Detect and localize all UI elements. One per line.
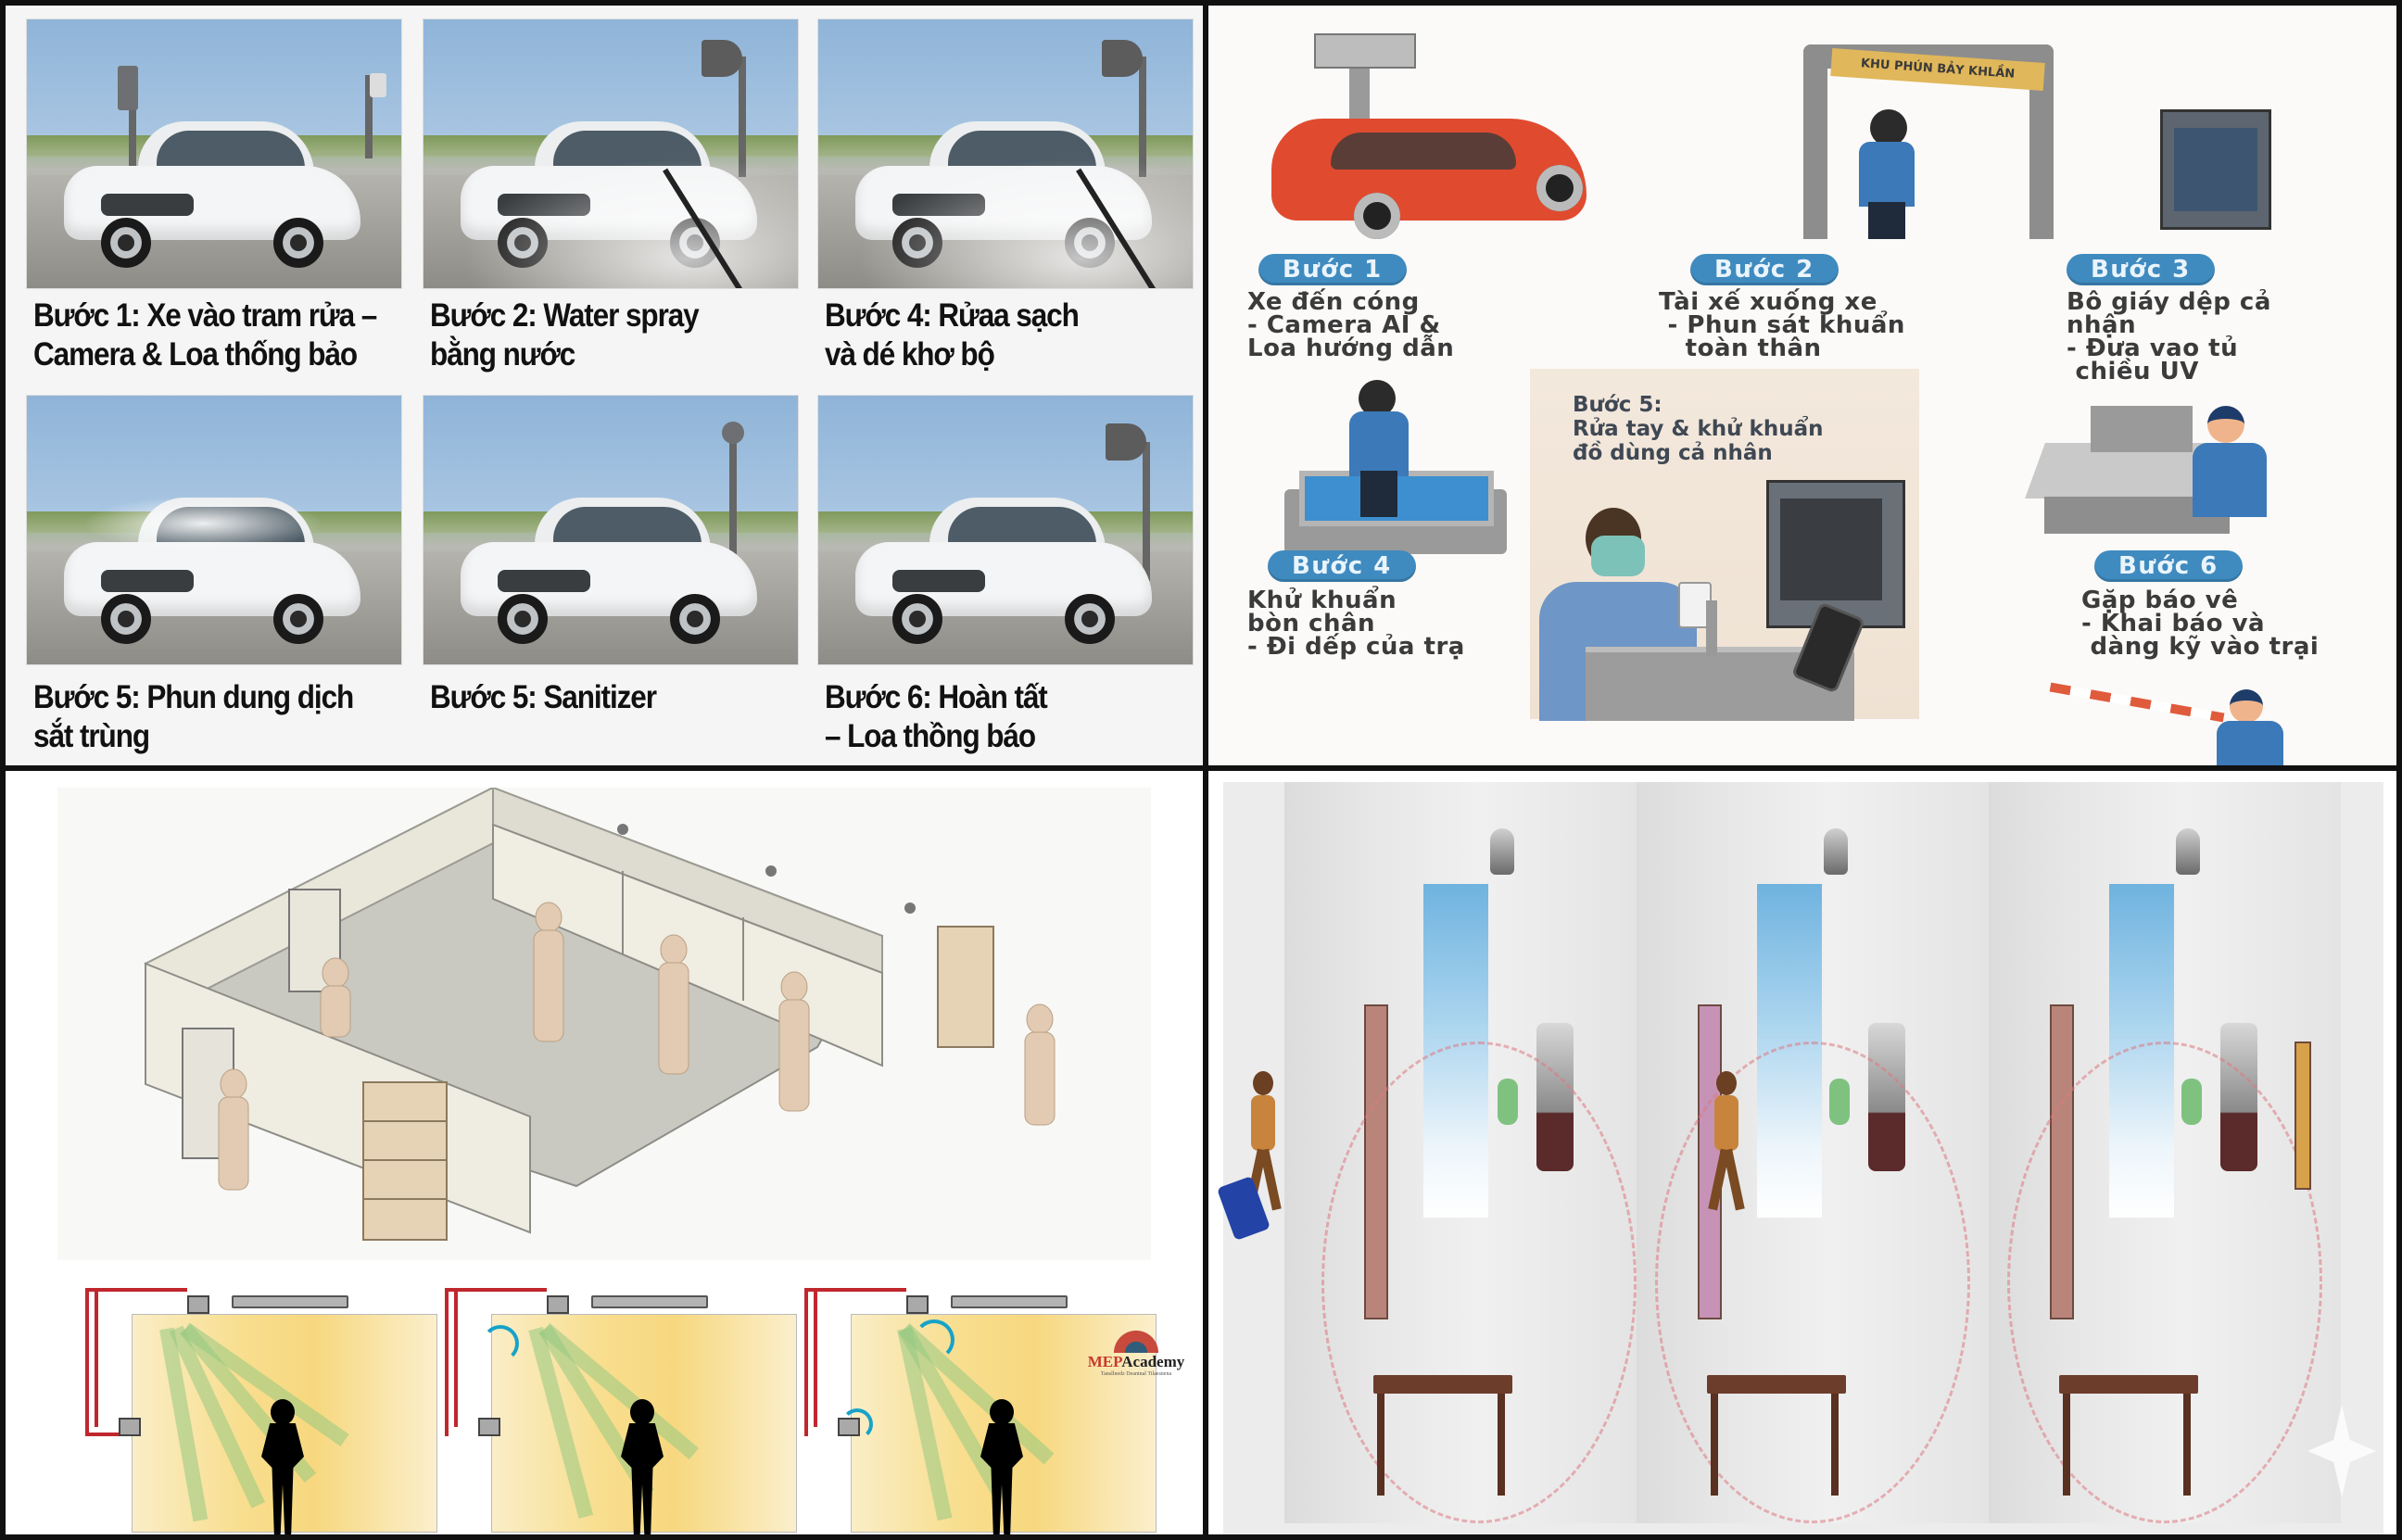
sensor-diagram-3 [804, 1288, 1158, 1534]
sensor-icon [722, 422, 744, 444]
face-mask [1591, 536, 1645, 576]
switch-box [478, 1418, 500, 1436]
speaker-icon [370, 73, 386, 97]
switch-box [119, 1418, 141, 1436]
step-4-text: Khử khuẩn bòn chân - Đi dếp của trạ [1247, 587, 1465, 661]
person-head [1870, 109, 1907, 146]
camera-icon [118, 66, 138, 110]
table [2059, 1375, 2198, 1394]
car-photo [423, 19, 799, 289]
step-5-title: Bước 5: Rửa tay & khử khuẩn đồ dùng cả n… [1573, 393, 1824, 465]
car-photo [423, 395, 799, 665]
step-5-card: Bước 5: Rửa tay & khử khuẩn đồ dùng cả n… [1530, 369, 1919, 721]
step-6-badge: Bước 6 [2094, 550, 2243, 582]
frame-bottom [0, 1534, 2402, 1540]
controller-box [547, 1295, 569, 1314]
air-duct [232, 1295, 348, 1308]
step-1-badge: Bước 1 [1258, 254, 1407, 285]
door [2295, 1041, 2311, 1190]
corridor-panel [1210, 773, 2396, 1534]
car-photo [26, 395, 402, 665]
guard-booth [2091, 406, 2193, 452]
car-photo [26, 19, 402, 289]
frame-left [0, 0, 6, 1540]
controller-box [906, 1295, 929, 1314]
step-caption: Bước 1: Xe vào tram rửa –Camera & Loa th… [33, 297, 377, 372]
car-wash-panel: Bước 1: Xe vào tram rửa –Camera & Loa th… [6, 7, 1203, 765]
table [1373, 1375, 1512, 1394]
white-car [461, 498, 757, 644]
corridor-scene-1 [1284, 782, 1637, 1523]
car-photo [817, 19, 1194, 289]
person-head [1359, 380, 1396, 417]
step-3-text: Bô giáy dệp cả nhận - Đưa vao tủ chiều U… [2067, 288, 2271, 385]
person-silhouette [630, 1399, 654, 1425]
white-car [855, 498, 1152, 644]
white-car [64, 121, 360, 268]
air-duct [591, 1295, 708, 1308]
guard-body [2193, 443, 2267, 517]
guard-body [2217, 721, 2283, 765]
corridor-scene-3 [1989, 782, 2341, 1523]
person-body [1859, 142, 1915, 207]
corridor-scene-2 [1637, 782, 1989, 1523]
guard-head [2230, 689, 2263, 723]
person-body [1349, 411, 1409, 476]
wireless-wave-icon [841, 1408, 873, 1440]
isometric-room [57, 786, 1151, 1260]
step-3-badge: Bước 3 [2067, 254, 2215, 285]
speaker-icon [1102, 40, 1143, 77]
step-1-text: Xe đến cóng - Camera AI & Loa hướng dẫn [1247, 288, 1455, 362]
room-illustration [144, 786, 1056, 1241]
frame-center [1203, 0, 1208, 1540]
ceiling-lamp-icon [2176, 828, 2200, 875]
table [1707, 1375, 1846, 1394]
step-2-text: Tài xế xuống xe - Phun sát khuẩn toàn th… [1659, 288, 1905, 362]
speaker-icon [702, 40, 742, 77]
faucet [1706, 600, 1717, 656]
ceiling-lamp-icon [1824, 828, 1848, 875]
biosecurity-steps-panel: KHU PHÚN BẢY KHLẦN Bước 1 Bước 2 Bước 3 … [1210, 7, 2396, 765]
ceiling-lamp-icon [1490, 828, 1514, 875]
walking-person [1245, 1071, 1282, 1211]
step-caption: Bước 5: Sanitizer [430, 679, 657, 715]
camera-icon [1314, 33, 1416, 69]
sensor-diagram-1 [85, 1288, 439, 1534]
sensor-diagram-2 [445, 1288, 799, 1534]
controller-box [187, 1295, 209, 1314]
mep-academy-logo: MEPAcademy Tansllnedz Deantnal Tilaesnen… [1084, 1325, 1188, 1377]
frame-middle [0, 765, 2402, 771]
step-caption: Bước 6: Hoàn tất– Loa thồng báo [825, 679, 1048, 754]
walking-person [1708, 1071, 1745, 1211]
car-photo [817, 395, 1194, 665]
shower-room-panel: MEPAcademy Tansllnedz Deantnal Tilaesnen… [6, 773, 1203, 1534]
speaker-icon [1106, 423, 1146, 461]
frame-top [0, 0, 2402, 6]
wireless-wave-icon [914, 1319, 954, 1360]
person-silhouette [271, 1399, 295, 1425]
step-6-text: Gặp báo vê - Khai báo và dàng kỹ vào trạ… [2081, 587, 2320, 661]
step-4-badge: Bước 4 [1268, 550, 1416, 582]
frame-right [2396, 0, 2402, 1540]
barrier-arm [2049, 682, 2225, 723]
person-silhouette [990, 1399, 1014, 1425]
logo-sun-icon [1112, 1325, 1160, 1353]
wireless-wave-icon [482, 1325, 519, 1362]
step-2-badge: Bước 2 [1690, 254, 1839, 285]
guard-head [2207, 406, 2244, 443]
air-duct [951, 1295, 1068, 1308]
